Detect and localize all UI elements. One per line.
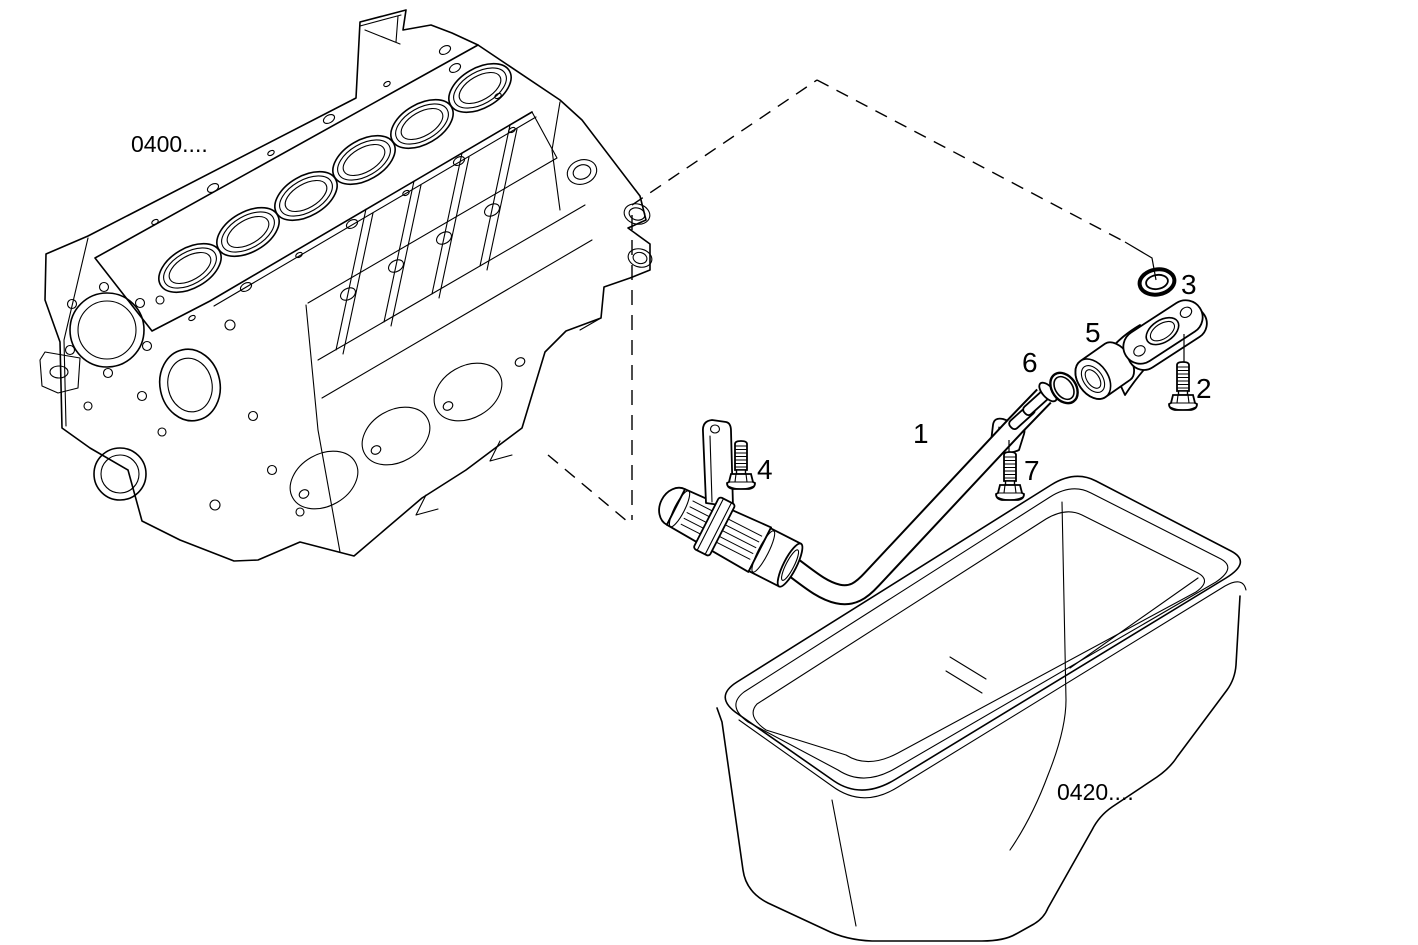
part-callout-7[interactable]: 7 (1024, 455, 1040, 486)
block-rear-face (551, 101, 653, 331)
part-callout-5[interactable]: 5 (1085, 317, 1101, 348)
bolt-2 (1168, 361, 1198, 411)
engine-block-outline (44, 9, 651, 562)
part-callout-2[interactable]: 2 (1196, 373, 1212, 404)
bolt-7 (995, 451, 1025, 501)
part-callout-6[interactable]: 6 (1022, 347, 1038, 378)
oil-pan-ref-label[interactable]: 0420.... (1057, 779, 1134, 805)
oil-pan-rim-outer (724, 475, 1242, 791)
crankcase-ladder (289, 111, 593, 510)
oil-pan-drawing (716, 475, 1247, 942)
leader-line-3 (1124, 241, 1157, 281)
part-callout-1[interactable]: 1 (913, 418, 929, 449)
elbow-socket (1074, 341, 1135, 400)
block-front-face (39, 237, 513, 553)
oil-suction-pipe (771, 381, 1058, 606)
seal-ring-3 (1137, 267, 1177, 297)
part-callout-4[interactable]: 4 (757, 454, 773, 485)
labels: 0400.... 0420.... 1 2 3 4 5 6 7 (131, 131, 1212, 805)
engine-block-ref-label[interactable]: 0400.... (131, 131, 208, 157)
oil-strainer (658, 419, 804, 588)
o-ring-6 (1049, 371, 1079, 405)
cylinder-bores (158, 62, 512, 294)
strainer-bracket-strap (702, 419, 734, 508)
deck-holes (151, 44, 516, 322)
elbow-flange (1122, 299, 1208, 371)
strainer-clamp-band (693, 496, 736, 557)
part-callout-3[interactable]: 3 (1181, 269, 1197, 300)
suction-elbow (1074, 299, 1208, 400)
oil-pan-body (716, 595, 1241, 942)
assembly-alignment-lines (547, 79, 1126, 523)
engine-block-drawing (39, 9, 653, 562)
